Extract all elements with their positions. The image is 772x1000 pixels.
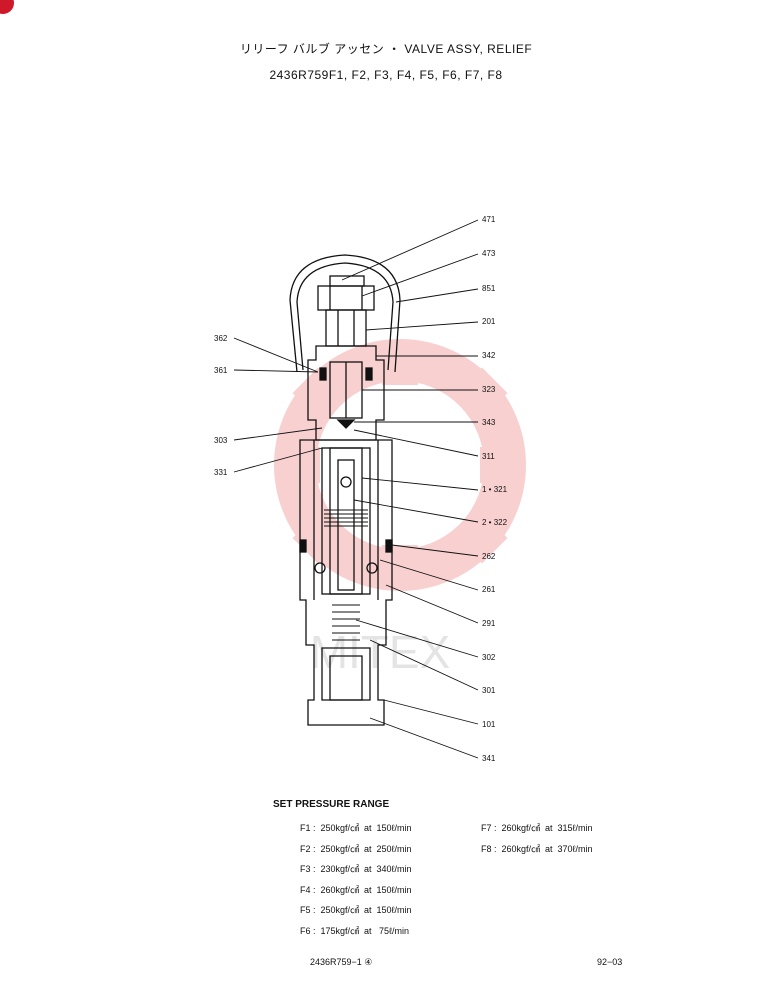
label-471: 471 xyxy=(482,215,496,224)
label-341: 341 xyxy=(482,754,496,763)
label-301: 301 xyxy=(482,686,496,695)
label-851: 851 xyxy=(482,284,496,293)
pressure-left-column: F1 : 250kgf/㎠ at 150ℓ/min F2 : 250kgf/㎠ … xyxy=(300,821,411,944)
corner-badge xyxy=(0,0,14,14)
revision-date: 92−03 xyxy=(597,957,623,967)
label-302: 302 xyxy=(482,653,496,662)
label-473: 473 xyxy=(482,249,496,258)
title-line-2: 2436R759F1, F2, F3, F4, F5, F6, F7, F8 xyxy=(269,68,503,82)
label-311: 311 xyxy=(482,452,495,461)
pressure-row-f1: F1 : 250kgf/㎠ at 150ℓ/min xyxy=(300,823,412,833)
pressure-row-f3: F3 : 230kgf/㎠ at 340ℓ/min xyxy=(300,864,412,874)
pressure-row-f4: F4 : 260kgf/㎠ at 150ℓ/min xyxy=(300,884,412,895)
pressure-row-f2: F2 : 250kgf/㎠ at 250ℓ/min xyxy=(300,843,412,854)
watermark-logo: MITEX xyxy=(274,339,526,678)
pressure-row-f5: F5 : 250kgf/㎠ at 150ℓ/min xyxy=(300,905,412,915)
label-361: 361 xyxy=(214,366,228,375)
label-2-322: 2 • 322 xyxy=(482,518,508,527)
label-101: 101 xyxy=(482,720,496,729)
label-323: 323 xyxy=(482,385,496,394)
label-331: 331 xyxy=(214,468,228,477)
pressure-range-heading: SET PRESSURE RANGE xyxy=(273,799,390,810)
label-303: 303 xyxy=(214,436,228,445)
label-343: 343 xyxy=(482,418,496,427)
label-342: 342 xyxy=(482,351,496,360)
title-line-1: リリーフ バルブ アッセン ・ VALVE ASSY, RELIEF xyxy=(239,42,533,56)
pressure-row-f8: F8 : 260kgf/㎠ at 370ℓ/min xyxy=(481,843,593,854)
label-262: 262 xyxy=(482,552,496,561)
pressure-right-column: F7 : 260kgf/㎠ at 315ℓ/min F8 : 260kgf/㎠ … xyxy=(481,821,592,862)
label-201: 201 xyxy=(482,317,496,326)
label-291: 291 xyxy=(482,619,496,628)
drawing-number: 2436R759−1 ④ xyxy=(310,957,373,967)
watermark-text: MITEX xyxy=(310,626,451,678)
label-261: 261 xyxy=(482,585,496,594)
pressure-row-f6: F6 : 175kgf/㎠ at 75ℓ/min xyxy=(300,925,409,936)
pressure-row-f7: F7 : 260kgf/㎠ at 315ℓ/min xyxy=(481,823,593,833)
label-362: 362 xyxy=(214,334,228,343)
label-1-321: 1 • 321 xyxy=(482,485,508,494)
